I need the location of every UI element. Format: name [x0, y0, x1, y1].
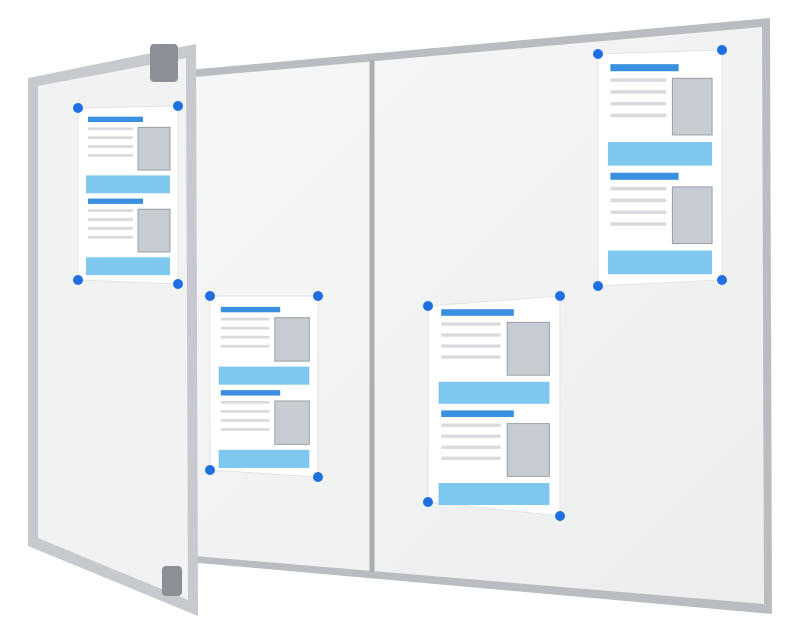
text-line	[441, 423, 501, 427]
price-table	[607, 250, 713, 275]
poster-heading	[610, 64, 679, 72]
price-table	[86, 257, 170, 276]
magnet-icon	[593, 281, 603, 291]
product-image	[137, 208, 171, 253]
magnet-icon	[717, 275, 727, 285]
magnet-icon	[593, 49, 603, 59]
text-line	[220, 410, 270, 413]
text-line	[220, 344, 270, 348]
text-line	[441, 456, 501, 460]
magnet-icon	[173, 279, 183, 289]
text-line	[610, 210, 667, 215]
magnet-icon	[555, 511, 565, 521]
poster-heading	[610, 172, 679, 180]
product-image	[671, 186, 713, 245]
product-image	[506, 423, 550, 477]
price-table	[438, 483, 550, 505]
poster-heading	[441, 410, 514, 417]
text-line	[610, 198, 667, 203]
text-line	[220, 428, 270, 431]
text-line	[610, 222, 667, 226]
magnet-icon	[73, 103, 83, 113]
text-line	[88, 145, 133, 148]
text-line	[88, 218, 133, 221]
price-table	[86, 175, 170, 194]
product-image	[274, 317, 310, 362]
text-line	[441, 322, 501, 326]
product-image	[671, 77, 713, 136]
text-line	[88, 127, 133, 131]
magnet-icon	[313, 472, 323, 482]
text-line	[610, 90, 667, 94]
text-line	[610, 101, 667, 106]
text-line	[220, 419, 270, 422]
magnet-icon	[555, 291, 565, 301]
lock-icon[interactable]	[150, 44, 178, 82]
text-line	[220, 400, 270, 404]
text-line	[610, 78, 667, 82]
magnet-icon	[423, 497, 433, 507]
text-line	[88, 136, 133, 139]
poster-heading	[88, 198, 143, 204]
text-line	[220, 326, 270, 330]
poster-heading	[441, 309, 514, 316]
text-line	[441, 344, 501, 348]
magnet-icon	[205, 465, 215, 475]
text-line	[220, 335, 270, 339]
price-table	[438, 381, 550, 404]
product-image	[137, 126, 171, 171]
hinge-icon	[162, 566, 182, 596]
text-line	[610, 186, 667, 191]
poster-heading	[88, 116, 143, 123]
magnet-icon	[717, 45, 727, 55]
text-line	[441, 355, 501, 359]
text-line	[88, 235, 133, 239]
text-line	[88, 209, 133, 212]
magnet-icon	[313, 291, 323, 301]
text-line	[88, 154, 133, 157]
poster-heading	[220, 306, 281, 313]
magnet-icon	[423, 301, 433, 311]
text-line	[441, 434, 501, 438]
magnet-icon	[173, 101, 183, 111]
magnet-icon	[73, 275, 83, 285]
price-table	[218, 366, 310, 385]
poster-heading	[220, 390, 281, 396]
text-line	[441, 445, 501, 449]
text-line	[610, 113, 667, 118]
text-line	[441, 333, 501, 337]
text-line	[220, 317, 270, 321]
price-table	[607, 142, 713, 166]
text-line	[88, 227, 133, 230]
magnet-icon	[205, 291, 215, 301]
price-table	[218, 449, 310, 468]
product-image	[274, 400, 310, 445]
product-image	[506, 321, 550, 376]
